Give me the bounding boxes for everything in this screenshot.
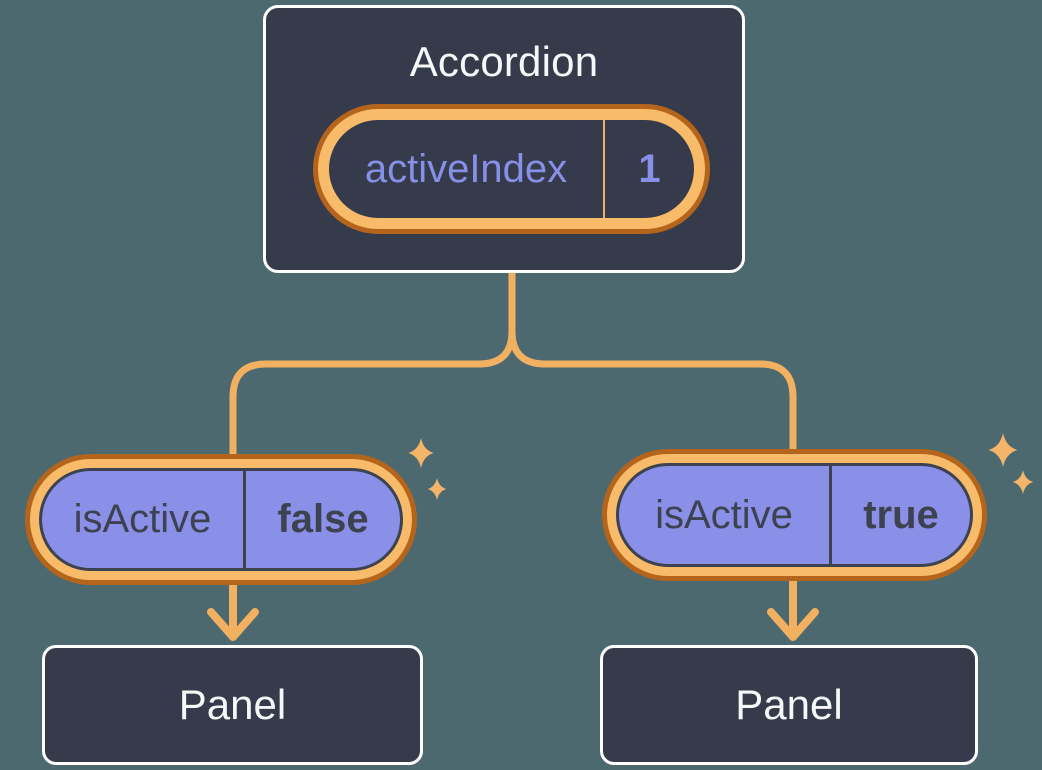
panel-node-left: Panel [42, 645, 423, 765]
connector-right-branch [508, 273, 797, 453]
sparkle-icon [427, 478, 447, 500]
accordion-title: Accordion [409, 38, 599, 85]
prop-name-label: isActive [655, 492, 793, 537]
panel-title: Panel [178, 681, 287, 728]
prop-pill-is-active-left: isActive false [39, 468, 403, 571]
state-pill-active-index: activeIndex 1 [318, 109, 705, 229]
panel-title: Panel [735, 681, 843, 728]
prop-value-label: true [863, 492, 939, 537]
accordion-node: Accordion activeIndex 1 [263, 5, 745, 273]
pill-divider [829, 466, 832, 564]
sparkle-icon [1012, 470, 1034, 494]
connector-left-branch [229, 273, 516, 458]
sparkle-icon [988, 433, 1018, 467]
down-arrow-icon [207, 580, 259, 641]
prop-value-label: false [277, 497, 369, 541]
pill-divider [603, 120, 605, 218]
state-value-label: 1 [638, 146, 661, 191]
prop-name-label: isActive [73, 497, 212, 541]
down-arrow-icon [767, 577, 819, 641]
state-name-label: activeIndex [364, 146, 568, 191]
panel-node-right: Panel [600, 645, 978, 765]
prop-pill-is-active-right: isActive true [616, 463, 973, 567]
sparkle-icon [408, 438, 434, 468]
pill-divider [243, 471, 246, 568]
